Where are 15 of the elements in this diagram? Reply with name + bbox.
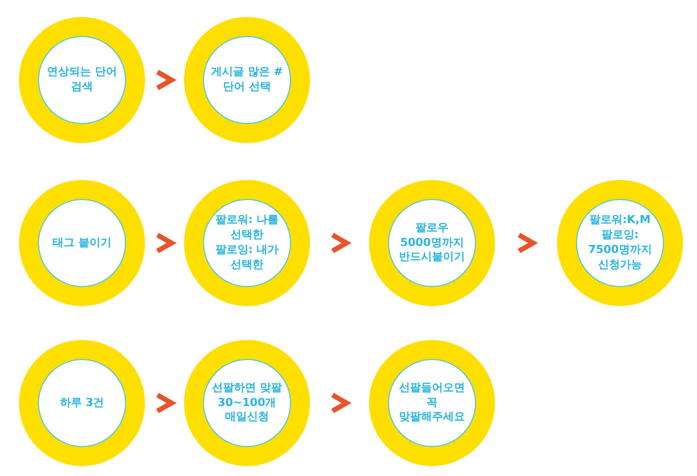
- chevron-arrow: [331, 232, 352, 254]
- chevron-arrow: [156, 392, 177, 414]
- step-text: 선팔들어오면 꼭 맞팔해주세요: [398, 380, 466, 426]
- step-text: 하루 3건: [58, 396, 106, 410]
- step-text: 연상되는 단어 검색: [46, 65, 118, 95]
- chevron-arrow: [156, 232, 177, 254]
- chevron-arrow: [156, 70, 177, 90]
- chevron-arrow: [518, 232, 538, 254]
- step-text: 팔로워: 나를 선택한 팔로잉: 내가 선택한: [214, 213, 280, 273]
- step-text: 태그 붙이기: [52, 236, 112, 250]
- step-text: 게시글 많은 #단어 선택: [210, 65, 284, 95]
- step-text: 선팔하면 맞팔 30~100개 매일신청: [211, 380, 283, 426]
- step-text: 팔로우 5000명까지 반드시붙이기: [398, 220, 466, 266]
- step-text: 팔로워:K,M 팔로잉: 7500명까지 신청가능: [587, 213, 653, 273]
- chevron-arrow: [331, 392, 352, 414]
